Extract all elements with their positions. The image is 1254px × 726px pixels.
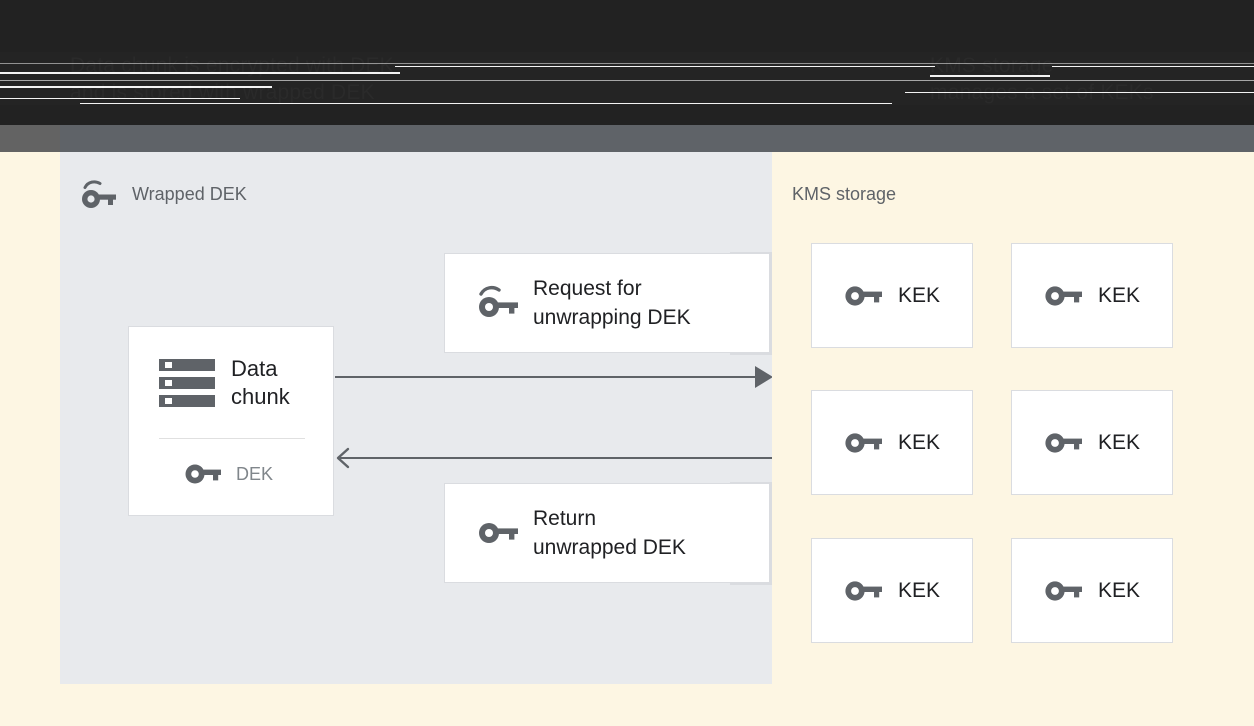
kek-label: KEK [897, 578, 941, 602]
kek-card[interactable]: KEK [1011, 538, 1173, 643]
banner-dark-inner-band [0, 52, 1254, 105]
key-icon [1044, 426, 1084, 460]
key-icon [476, 514, 520, 552]
data-chunk-card[interactable]: Data chunk DEK [128, 326, 334, 516]
request-arrowhead-icon [755, 366, 773, 388]
banner-grey-band [0, 125, 1254, 152]
wrapped-key-icon [79, 178, 117, 212]
return-arrow [340, 457, 772, 459]
banner-scanline [0, 63, 1254, 64]
kek-label: KEK [1097, 430, 1141, 454]
kek-label: KEK [897, 283, 941, 307]
banner-scanline [0, 72, 400, 74]
card-divider [159, 438, 305, 439]
request-unwrapping-label: Request for unwrapping DEK [533, 277, 691, 329]
return-unwrapped-card[interactable]: Return unwrapped DEK [444, 483, 770, 583]
key-icon [184, 459, 222, 489]
banner-scanline [0, 80, 1254, 81]
kms-storage-title: KMS storage [792, 184, 897, 204]
wrapped-dek-title: Wrapped DEK [132, 184, 247, 204]
kek-label: KEK [897, 430, 941, 454]
data-chunk-label: Data chunk [231, 356, 290, 409]
return-unwrapped-label: Return unwrapped DEK [533, 507, 686, 559]
kek-label: KEK [1097, 283, 1141, 307]
kek-card[interactable]: KEK [811, 243, 973, 348]
wrapped-key-icon [476, 284, 520, 322]
banner-caption-right: KMS storage manages a set of KEKs [930, 54, 1154, 104]
banner-scanline [905, 92, 1254, 93]
kek-card[interactable]: KEK [811, 538, 973, 643]
banner-scanline [1052, 66, 1254, 67]
server-storage-icon [159, 357, 215, 409]
banner-scanline [0, 98, 240, 99]
key-icon [844, 426, 884, 460]
key-icon [1044, 279, 1084, 313]
data-chunk-row: Data chunk [159, 355, 290, 411]
banner-grey-band-left [0, 125, 60, 152]
dek-label: DEK [236, 463, 274, 484]
banner-scanline [0, 86, 272, 88]
banner-scanline [80, 103, 892, 104]
dek-row: DEK [184, 459, 273, 489]
kek-label: KEK [1097, 578, 1141, 602]
request-unwrapping-card[interactable]: Request for unwrapping DEK [444, 253, 770, 353]
kek-card[interactable]: KEK [1011, 390, 1173, 495]
kek-card[interactable]: KEK [1011, 243, 1173, 348]
return-arrowhead-icon [336, 447, 358, 469]
request-arrow [335, 376, 767, 378]
key-icon [844, 574, 884, 608]
key-icon [844, 279, 884, 313]
key-icon [1044, 574, 1084, 608]
kek-card[interactable]: KEK [811, 390, 973, 495]
banner-scanline [930, 75, 1050, 77]
banner-scanline [395, 66, 935, 67]
